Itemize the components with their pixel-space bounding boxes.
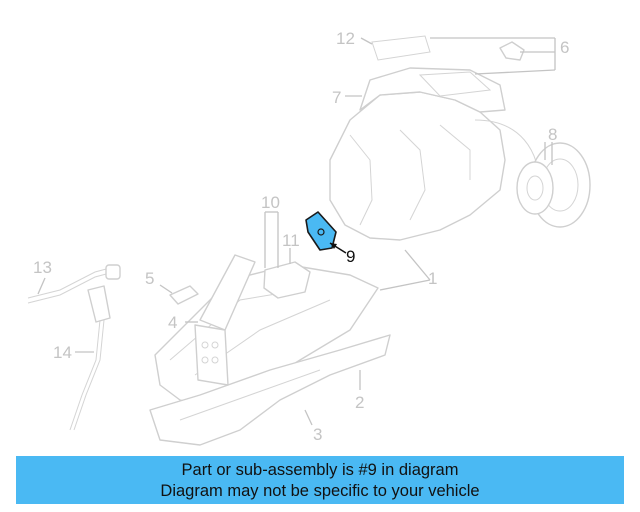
callout-4: 4 — [168, 313, 177, 332]
callout-10: 10 — [261, 193, 280, 212]
info-banner: Part or sub-assembly is #9 in diagram Di… — [16, 456, 624, 504]
callout-9: 9 — [346, 247, 355, 266]
callout-8: 8 — [548, 125, 557, 144]
callout-3: 3 — [313, 425, 322, 444]
parts-diagram: 12 6 7 8 10 11 9 13 5 1 4 14 2 3 — [27, 29, 591, 446]
callout-7: 7 — [332, 88, 341, 107]
blower-motor — [516, 142, 591, 228]
leader-lines — [37, 37, 556, 426]
callout-2: 2 — [355, 393, 364, 412]
banner-line-1: Part or sub-assembly is #9 in diagram — [181, 461, 459, 479]
callout-6: 6 — [560, 38, 569, 57]
hose-assembly — [27, 264, 121, 431]
part-6-clip — [499, 41, 525, 61]
callout-13: 13 — [33, 258, 52, 277]
part-9-highlighted[interactable] — [305, 211, 337, 251]
callout-1: 1 — [428, 269, 437, 288]
evaporator-core — [194, 254, 256, 386]
callout-12: 12 — [336, 29, 355, 48]
ac-housing — [329, 35, 541, 241]
part-5-fitting — [169, 285, 199, 305]
callout-5: 5 — [145, 269, 154, 288]
part-11-box — [263, 261, 311, 299]
banner-line-2: Diagram may not be specific to your vehi… — [160, 482, 480, 500]
callout-11: 11 — [282, 231, 300, 250]
callout-14: 14 — [53, 343, 72, 362]
